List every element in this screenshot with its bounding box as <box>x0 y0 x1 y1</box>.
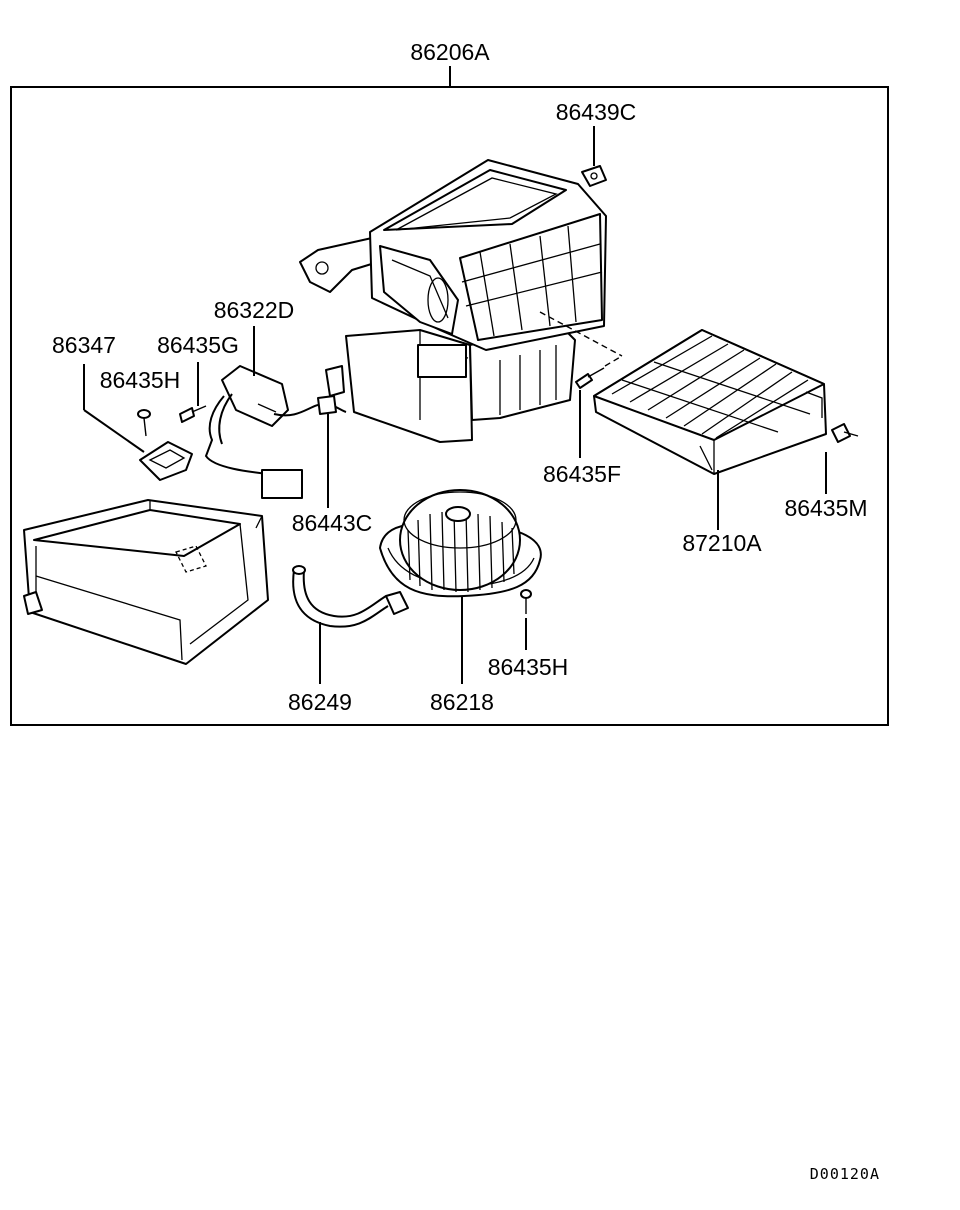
label-case-clip: 86439C <box>556 99 637 125</box>
label-connector: 86443C <box>292 510 373 536</box>
screw-h-bottom <box>520 589 532 614</box>
label-assembly: 86206A <box>410 39 490 65</box>
label-filter: 87210A <box>682 530 762 556</box>
label-screw-g: 86435G <box>157 332 239 358</box>
screw-f <box>575 367 605 389</box>
intake-duct <box>23 499 269 665</box>
wire-harness <box>204 365 347 499</box>
label-screw-h-top: 86435H <box>100 367 181 393</box>
label-hose: 86249 <box>288 689 352 715</box>
diagram-code: D00120A <box>810 1165 880 1183</box>
case-clip <box>581 165 607 187</box>
screw-m <box>831 423 859 443</box>
label-screw-h-bottom: 86435H <box>488 654 569 680</box>
blower-motor <box>379 489 542 598</box>
label-screw-f: 86435F <box>543 461 621 487</box>
screw-g <box>179 405 207 423</box>
label-resistor: 86347 <box>52 332 116 358</box>
label-blower-motor: 86218 <box>430 689 494 715</box>
hose <box>292 565 409 628</box>
resistor <box>139 441 193 481</box>
label-screw-m: 86435M <box>784 495 867 521</box>
blower-case <box>299 159 607 443</box>
screw-h-top <box>137 409 151 437</box>
air-filter <box>593 329 827 475</box>
label-wire-harness: 86322D <box>214 297 295 323</box>
